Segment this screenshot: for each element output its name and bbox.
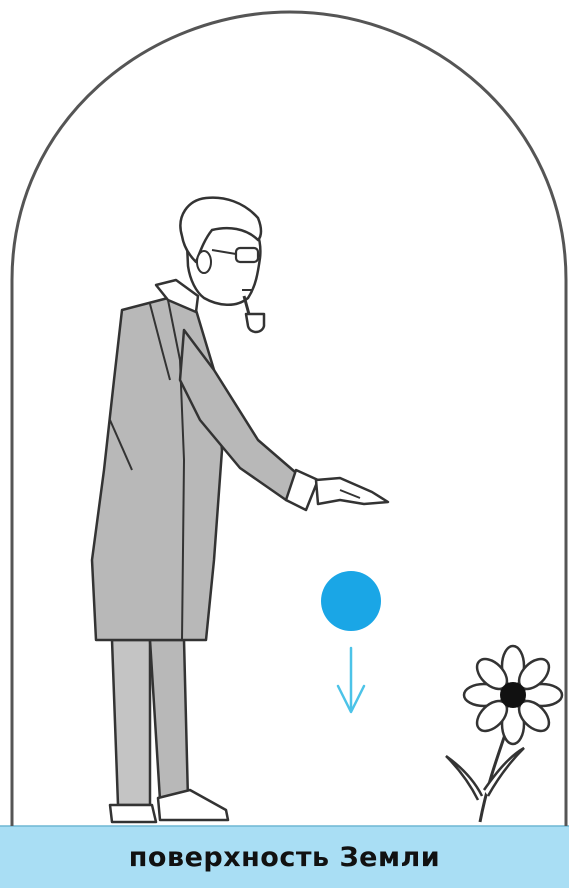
ground-strip bbox=[0, 826, 569, 888]
flower-icon bbox=[446, 646, 562, 822]
person-icon bbox=[92, 198, 388, 822]
ball-icon bbox=[321, 571, 381, 631]
down-arrow-icon bbox=[338, 648, 364, 712]
